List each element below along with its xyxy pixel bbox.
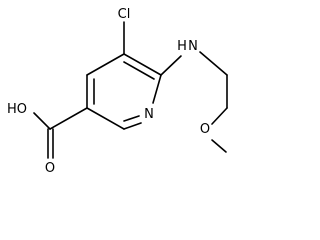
bond-ch2-o: [211, 107, 228, 125]
carbonyl-oxygen-label: O: [45, 161, 55, 176]
amine-n-label: N: [188, 39, 198, 54]
bond-c-oh: [33, 112, 51, 130]
bond-c3-cooh: [49, 107, 88, 130]
ring-nitrogen-label: N: [144, 107, 154, 122]
chlorine-label: Cl: [118, 7, 131, 22]
ring-bond-n1-c2-inner: [123, 115, 140, 122]
ring-bond-c4-c5: [86, 53, 125, 76]
ring-bond-c5-c6-inner: [123, 61, 155, 80]
bond-nh-ch2: [199, 51, 228, 76]
ring-bond-n1-c2: [123, 122, 142, 130]
hydroxyl-label: HO: [7, 102, 27, 117]
ether-oxygen-label: O: [200, 122, 210, 137]
bond-o-ch3: [211, 139, 227, 153]
bond-c6-nh: [160, 55, 182, 76]
structure-diagram: Cl H N O N HO O: [7, 7, 228, 176]
ring-bond-c6-n1: [152, 74, 162, 104]
pyridine-ring: [86, 53, 162, 130]
ring-bond-c2-c3: [86, 107, 125, 130]
amine-h-label: H: [177, 39, 187, 54]
molecule-canvas: Cl H N O N HO O: [7, 7, 228, 176]
ring-bond-c5-c6: [123, 53, 162, 76]
